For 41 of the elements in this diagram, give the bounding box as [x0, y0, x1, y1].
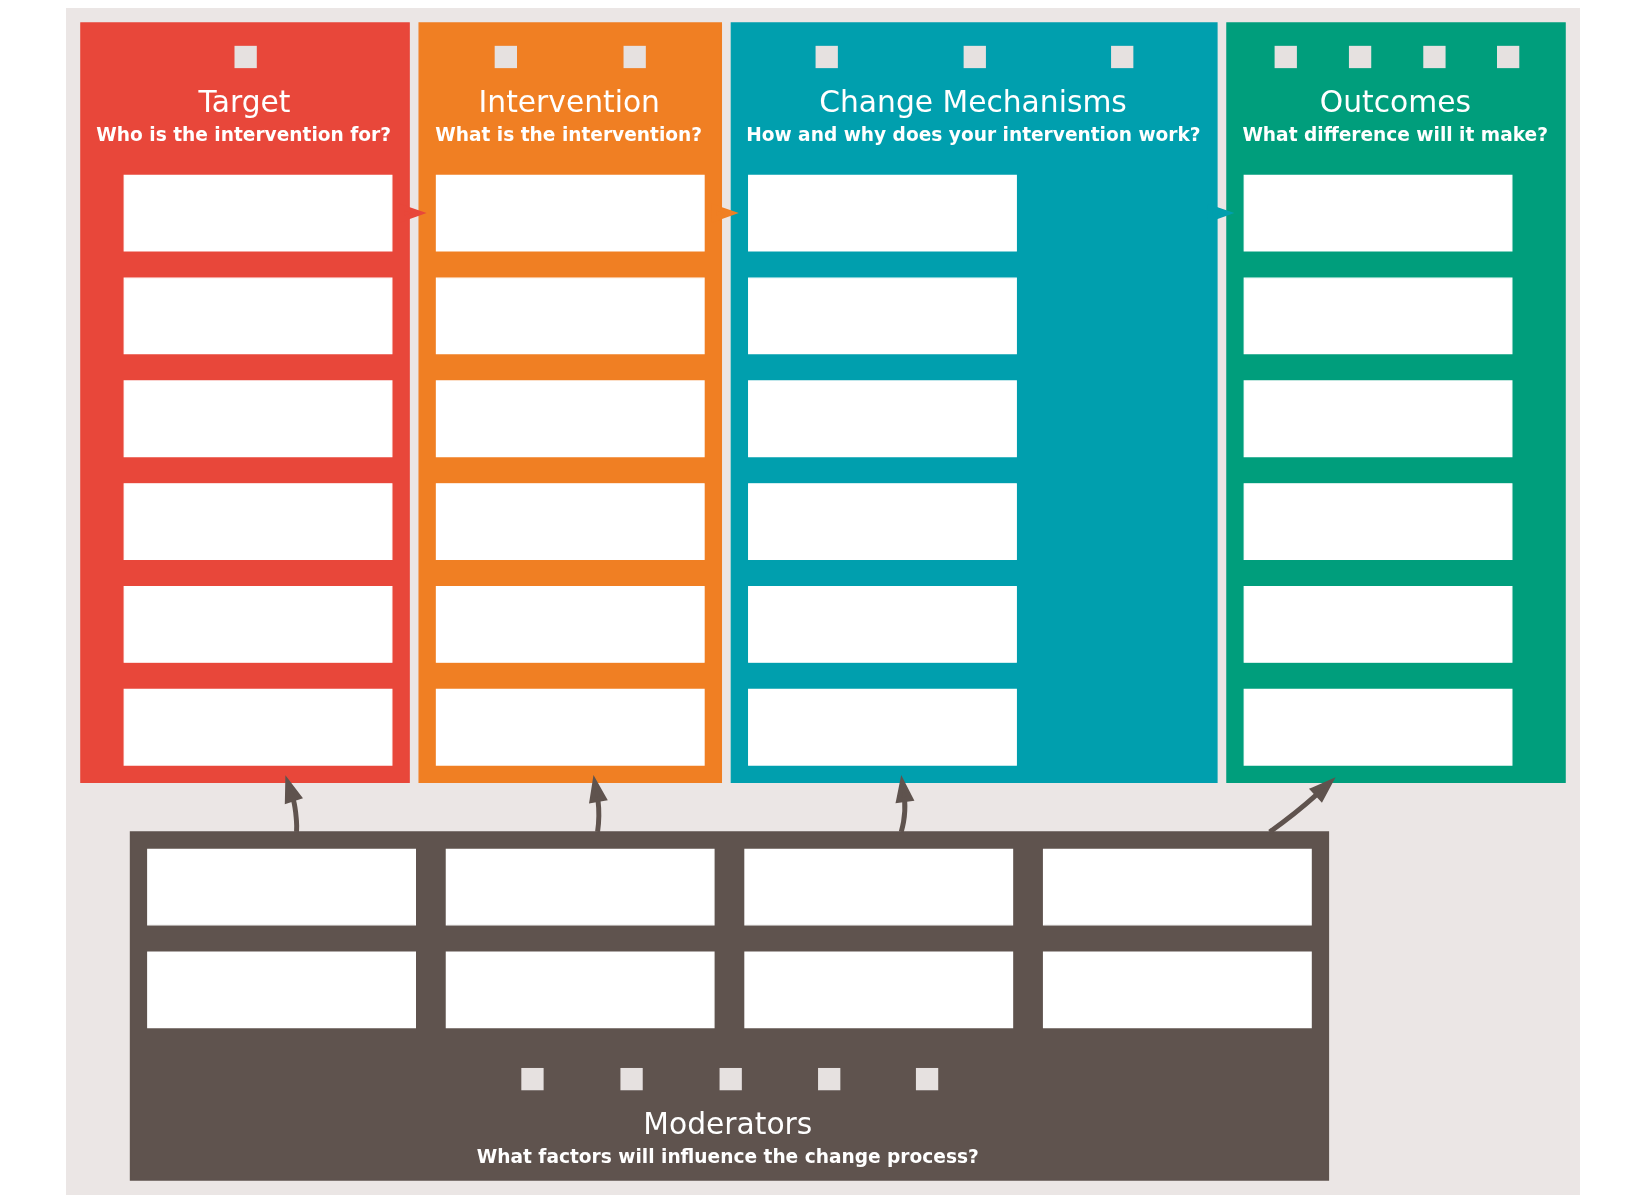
node-box	[1243, 586, 1513, 663]
node-box	[435, 483, 705, 560]
node-box	[445, 951, 715, 1029]
cluster: Outcomes What difference will it make?	[1226, 22, 1566, 783]
cluster: Change Mechanisms How and why does your intervention work?	[730, 22, 1218, 783]
node-box	[744, 848, 1014, 926]
node-box	[1243, 483, 1513, 560]
node-box	[748, 688, 1017, 766]
arrow	[284, 775, 303, 833]
node-box	[748, 277, 1017, 355]
node-box	[1243, 688, 1513, 766]
node-box	[1243, 174, 1513, 252]
node-box	[748, 586, 1017, 663]
node-box	[147, 951, 416, 1029]
arrow	[1268, 777, 1336, 834]
node-box	[435, 586, 705, 663]
cluster: Moderators What factors will influence the change process?	[129, 831, 1330, 1181]
node-box	[435, 277, 705, 355]
node-box	[123, 174, 393, 252]
node-box	[435, 174, 705, 252]
node-box	[1042, 848, 1312, 926]
node-box	[123, 277, 393, 355]
node-box	[748, 380, 1017, 458]
node-box	[748, 483, 1017, 560]
node-box	[435, 688, 705, 766]
node-box	[123, 688, 393, 766]
node-box	[445, 848, 715, 926]
node-box	[123, 380, 393, 458]
node-box	[1243, 277, 1513, 355]
arrow	[588, 775, 608, 833]
cluster: Target Who is the intervention for?	[80, 22, 410, 783]
node-box	[1042, 951, 1312, 1029]
node-box	[435, 380, 705, 458]
node-box	[123, 483, 393, 560]
node-box	[1243, 380, 1513, 458]
node-box	[748, 174, 1017, 252]
node-box	[147, 848, 416, 926]
cluster: Intervention What is the intervention?	[418, 22, 723, 783]
node-box	[744, 951, 1014, 1029]
node-box	[123, 586, 393, 663]
arrow	[895, 774, 915, 833]
